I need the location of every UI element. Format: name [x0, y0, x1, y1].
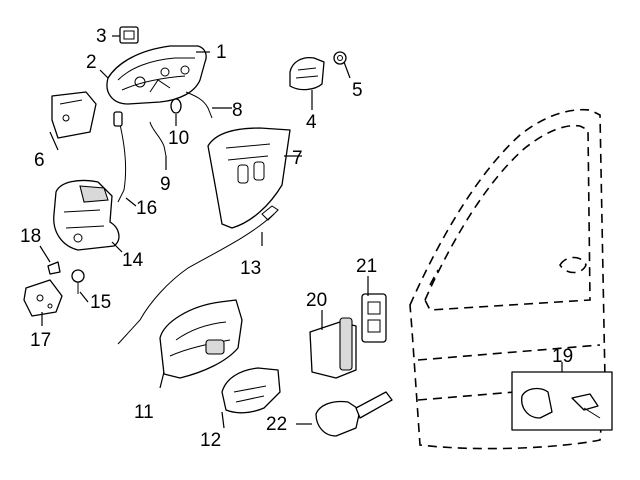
callout-4: 4 [306, 112, 317, 133]
callout-19: 19 [552, 346, 573, 367]
callout-18: 18 [20, 226, 41, 247]
callout-12: 12 [200, 430, 221, 451]
callout-8: 8 [232, 100, 243, 121]
callout-16: 16 [136, 198, 157, 219]
callout-5: 5 [352, 80, 363, 101]
callout-7: 7 [292, 148, 303, 169]
part-hinge-plate [361, 293, 387, 343]
part-rod-upper [185, 91, 213, 119]
part-lock-actuator [53, 179, 120, 251]
callout-3: 3 [96, 26, 107, 47]
callout-14: 14 [122, 250, 144, 271]
part-lock-set-box [511, 371, 613, 431]
callout-13: 13 [240, 258, 261, 279]
part-rod-lower [149, 121, 167, 157]
callout-2: 2 [86, 52, 97, 73]
part-bracket-plate [51, 91, 97, 139]
part-door-check [315, 391, 393, 437]
callout-9: 9 [160, 174, 171, 195]
callout-17: 17 [30, 330, 51, 351]
door-outline [409, 108, 606, 450]
part-small-screw [47, 261, 61, 275]
part-cable [117, 205, 279, 345]
leader-lines [39, 35, 563, 429]
callout-22: 22 [266, 414, 287, 435]
part-grommet [170, 98, 182, 114]
part-trim-panel [207, 127, 291, 229]
part-outside-handle [106, 45, 207, 105]
part-mount-plate [23, 279, 63, 317]
part-hinge [309, 317, 357, 379]
part-latch [159, 299, 243, 379]
callout-1: 1 [216, 42, 227, 63]
part-inside-handle [221, 367, 281, 414]
part-clip-bracket [289, 56, 325, 91]
part-nut [333, 51, 347, 65]
callout-15: 15 [90, 292, 111, 313]
callout-6: 6 [34, 150, 45, 171]
callout-21: 21 [356, 256, 377, 277]
callout-labels: 1 2 3 4 5 6 7 8 9 10 11 12 13 14 15 16 1… [20, 26, 573, 451]
part-gasket [119, 26, 139, 44]
callout-20: 20 [306, 290, 327, 311]
callout-11: 11 [134, 402, 154, 423]
callout-10: 10 [168, 128, 189, 149]
part-screw [71, 269, 85, 294]
part-rod-long [113, 111, 127, 203]
